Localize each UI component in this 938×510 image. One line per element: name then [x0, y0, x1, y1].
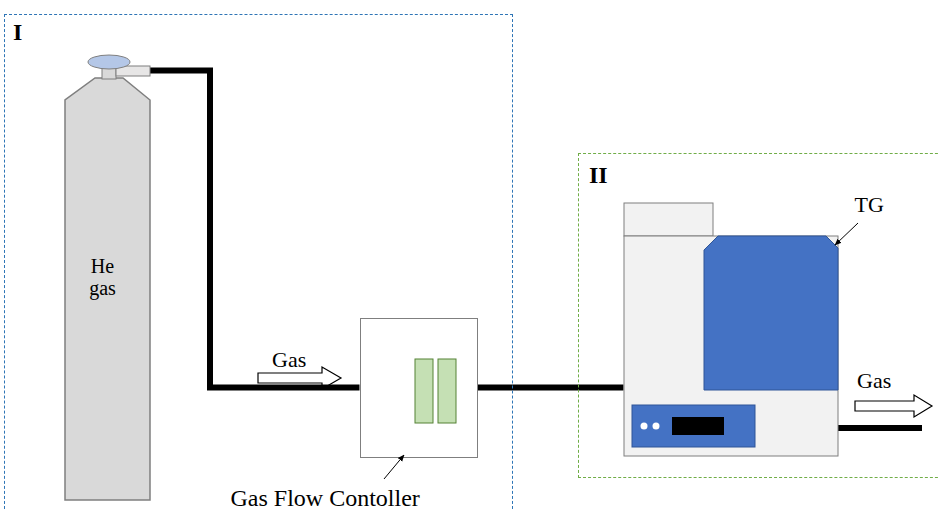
tg-art — [624, 203, 838, 456]
node-text: Gas Flow Contoller — [231, 485, 420, 510]
gas-pipe — [150, 71, 360, 388]
controller-art — [361, 319, 479, 459]
control-panel — [632, 405, 755, 447]
cylinder-body — [65, 78, 150, 500]
region-box: He gasGas Flow Contoller I — [4, 14, 513, 510]
leader-arrow — [835, 223, 858, 245]
flow-controller: Gas Flow Contoller — [360, 318, 478, 458]
tg-body — [624, 236, 838, 456]
tg-furnace-panel — [704, 236, 838, 390]
valve-knob — [88, 55, 130, 69]
indicator-dot — [640, 422, 647, 429]
region-box: TG II — [578, 153, 938, 478]
flow-label: Gas — [272, 348, 306, 372]
flow-arrow — [855, 395, 932, 417]
node-text: II — [589, 162, 608, 188]
flow-meter-bar — [415, 359, 433, 423]
gas-cylinder: He gas — [65, 50, 150, 500]
flow-label: Gas — [857, 369, 891, 393]
indicator-dot — [652, 422, 659, 429]
display — [672, 417, 724, 435]
outlet-pipe — [838, 425, 922, 431]
tg-top-box — [624, 203, 713, 236]
tg-instrument: TG — [624, 203, 838, 456]
flow-meter-bar — [438, 359, 456, 423]
gas-pipe — [478, 385, 624, 391]
leader-arrow — [384, 455, 404, 479]
node-text: I — [13, 19, 22, 45]
node-text: He gas — [79, 255, 127, 299]
node-text: TG — [855, 193, 884, 217]
